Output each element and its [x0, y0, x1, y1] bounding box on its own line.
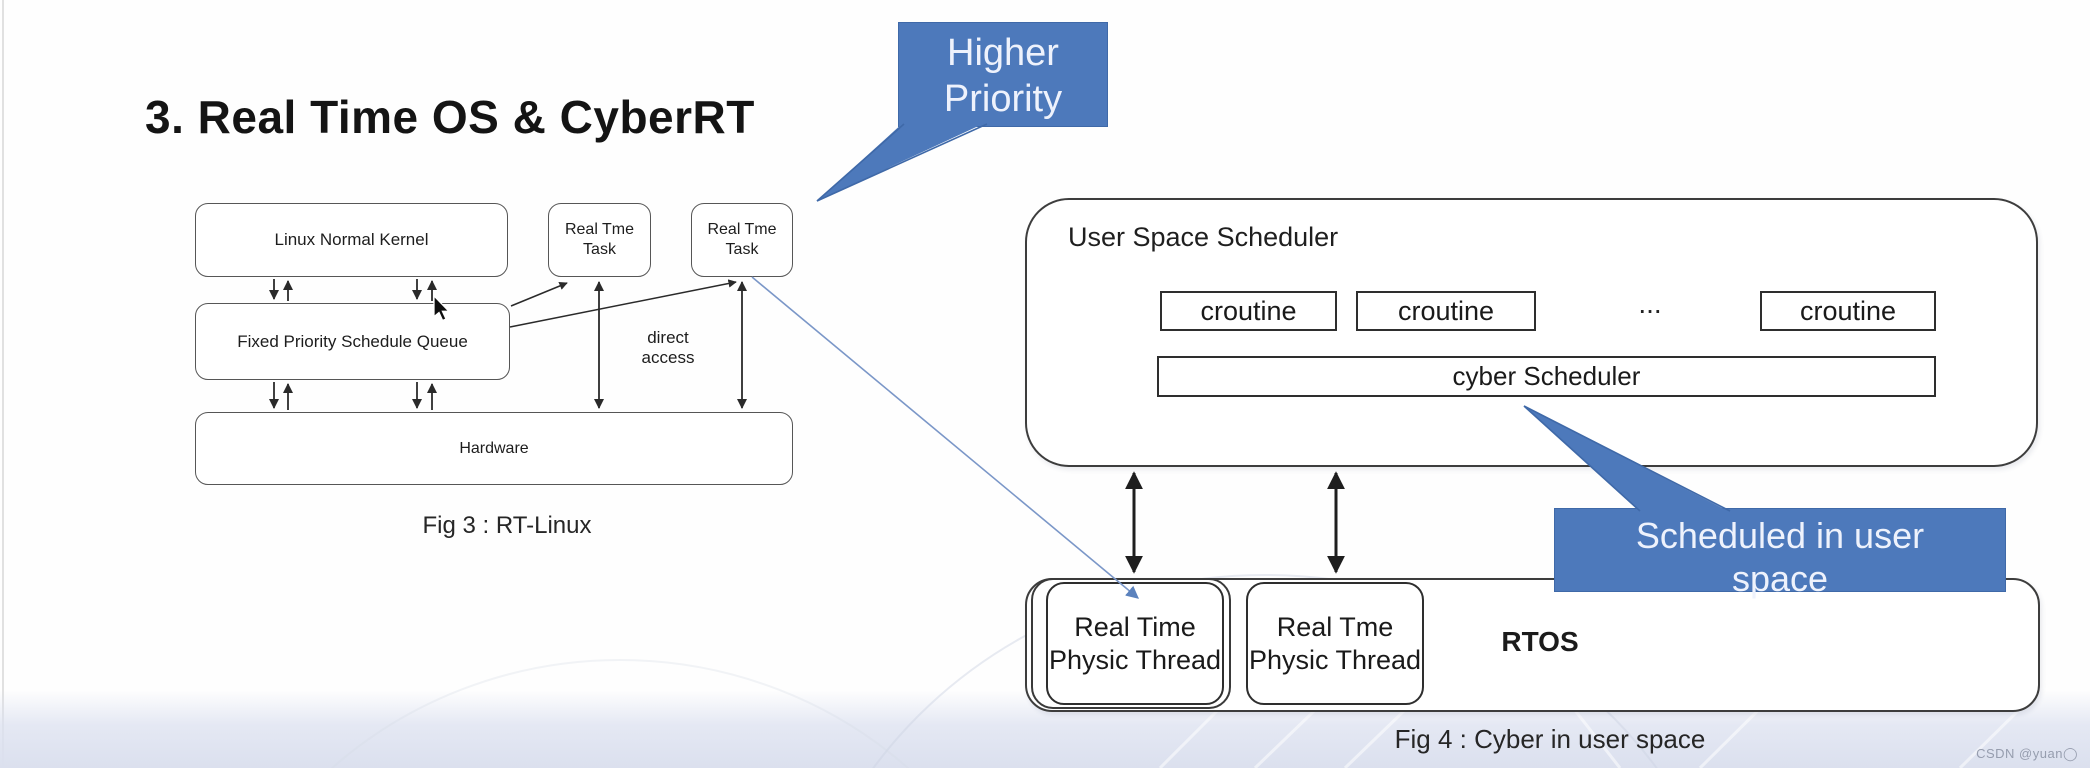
kernel-queue-arrows: [268, 279, 438, 301]
box-fixed-priority-schedule-queue: Fixed Priority Schedule Queue: [195, 303, 510, 380]
fig3-caption: Fig 3 : RT-Linux: [422, 512, 592, 539]
box-croutine-2: croutine: [1356, 291, 1536, 331]
box-label: Linux Normal Kernel: [274, 230, 429, 249]
croutine-ellipsis: ...: [1638, 288, 1662, 319]
box-label: croutine: [1200, 295, 1297, 326]
box-label: Hardware: [459, 439, 529, 457]
slide-title: 3. Real Time OS & CyberRT: [145, 91, 755, 143]
box-label: croutine: [1397, 295, 1495, 326]
box-croutine-3: croutine: [1760, 291, 1936, 331]
queue-hardware-arrows: [268, 382, 438, 410]
box-label: cyber Scheduler: [1452, 361, 1641, 391]
box-hardware: Hardware: [195, 412, 793, 485]
queue-task-arrows: [509, 279, 737, 328]
scheduler-rtos-arrows: [1125, 471, 1345, 574]
user-space-scheduler-label: User Space Scheduler: [1068, 222, 1339, 252]
box-linux-normal-kernel: Linux Normal Kernel: [195, 203, 508, 277]
left-edge-line: [2, 0, 4, 768]
rtos-label: RTOS: [1501, 626, 1579, 657]
box-croutine-1: croutine: [1160, 291, 1337, 331]
box-label: Fixed Priority Schedule Queue: [237, 331, 468, 351]
box-cyber-scheduler: cyber Scheduler: [1157, 356, 1936, 397]
watermark: CSDN @yuan◯: [1976, 746, 2078, 761]
higher-priority-callout-tail: [816, 122, 988, 202]
box-label: croutine: [1799, 295, 1897, 326]
fig4-caption: Fig 4 : Cyber in user space: [1394, 724, 1706, 754]
